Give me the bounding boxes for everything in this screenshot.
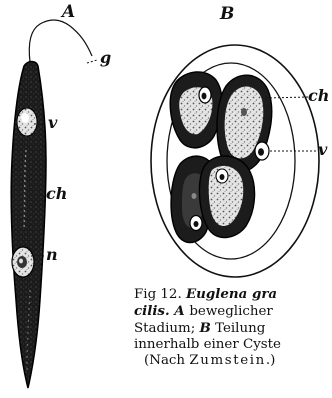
panel-b-cyst	[151, 45, 319, 277]
caption-line-1: Fig 12. Euglena gra	[134, 286, 332, 303]
caption-stadium: Stadium;	[134, 321, 199, 336]
caption-source-suffix: .)	[266, 353, 275, 368]
panel-label-a: A	[62, 2, 75, 22]
caption-fig-number: Fig 12.	[134, 287, 186, 302]
label-n-nucleus: n	[46, 247, 58, 263]
caption-source-prefix: (Nach	[144, 353, 189, 368]
caption-species-part2: cilis.	[134, 303, 170, 319]
caption-species-part1: Euglena gra	[186, 286, 277, 302]
caption-line-2: cilis. A beweglicher	[134, 303, 332, 320]
caption-teilung: Teilung	[211, 321, 265, 336]
panel-a-cell	[11, 20, 97, 388]
label-v-vacuole: v	[48, 115, 57, 131]
caption-line-3: Stadium; B Teilung	[134, 320, 332, 337]
panel-label-b: B	[220, 4, 234, 24]
daughter-cell-4	[199, 156, 254, 237]
flagellum	[29, 20, 92, 62]
label-ch-chromatophore: ch	[46, 186, 67, 202]
caption-panel-b-ref: B	[199, 320, 210, 336]
caption-panel-a-ref: A	[170, 303, 190, 319]
caption-text-a: beweglicher	[189, 304, 272, 319]
daughter-cell-1	[170, 72, 222, 148]
label-v-cyst: v	[318, 142, 327, 158]
figure-caption: Fig 12. Euglena gra cilis. A beweglicher…	[134, 286, 332, 369]
caption-author: Zumstein	[189, 353, 266, 368]
caption-line-4: innerhalb einer Cyste	[134, 337, 332, 353]
caption-line-5: (Nach Zumstein.)	[134, 353, 332, 369]
label-ch-cyst: ch	[308, 88, 329, 104]
label-g-flagellum: g	[100, 50, 111, 66]
